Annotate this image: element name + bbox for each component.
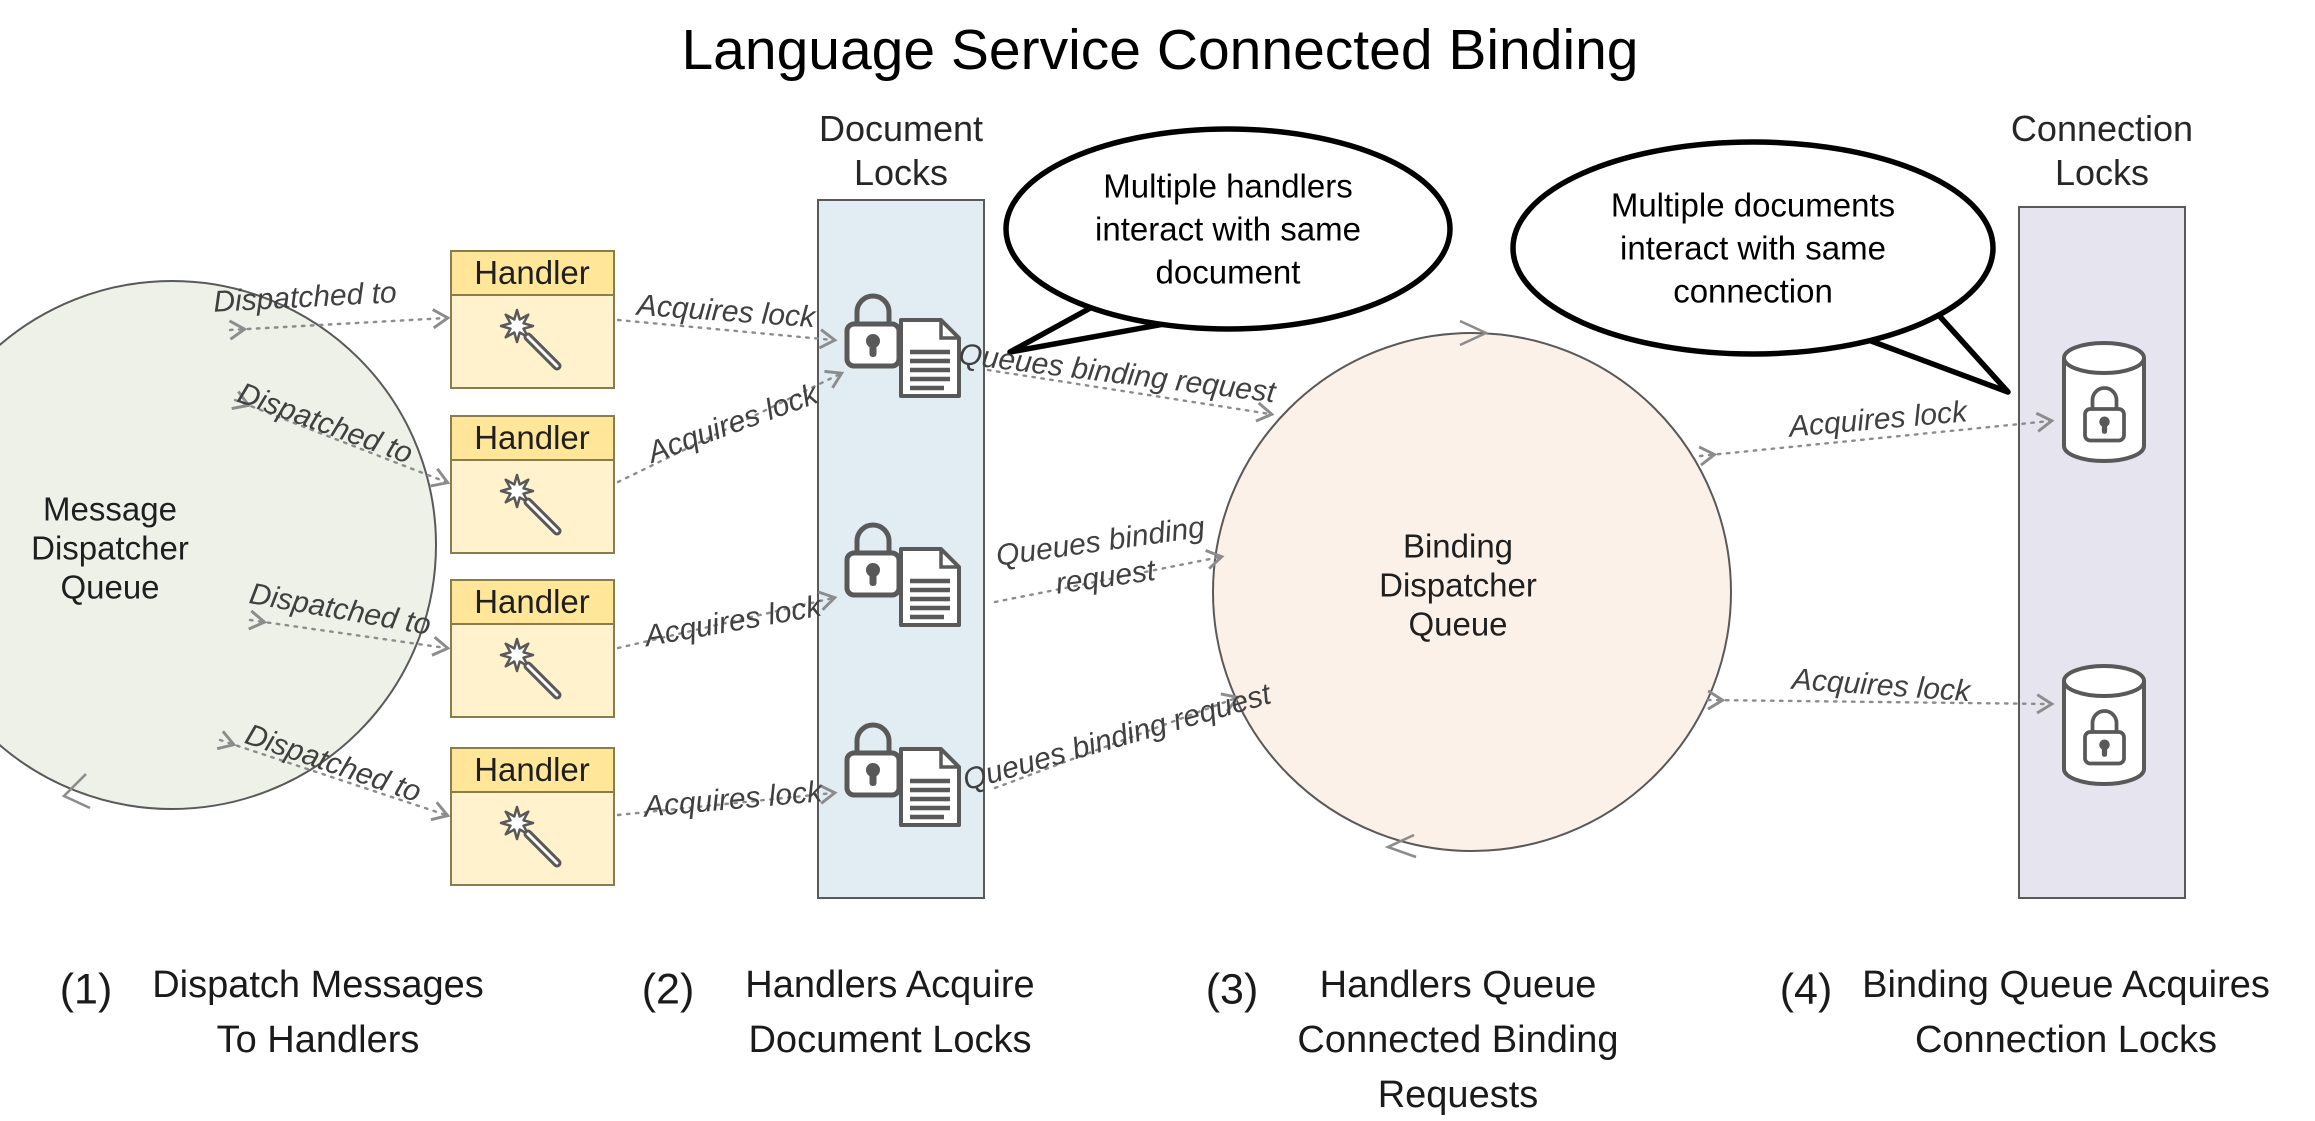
edge-queues-binding-3 bbox=[993, 692, 1241, 790]
caption-1-text: Dispatch Messages To Handlers bbox=[152, 964, 484, 1061]
handler-3-label: Handler bbox=[474, 583, 590, 620]
chevron-message-arc bbox=[61, 773, 91, 810]
callout-documents-text: Multiple documents interact with same co… bbox=[1610, 186, 1896, 310]
handler-2-label: Handler bbox=[474, 419, 590, 456]
caption-4-text: Binding Queue Acquires Connection Locks bbox=[1862, 964, 2270, 1061]
edge-acquires-doc-lock-3 bbox=[616, 590, 838, 650]
caption-2-number: (2) bbox=[641, 965, 695, 1014]
handler-4-label: Handler bbox=[474, 751, 590, 788]
edge-dispatched-4 bbox=[216, 730, 451, 822]
edge-acquires-conn-lock-2 bbox=[1706, 689, 2055, 715]
edge-acquires-doc-lock-1 bbox=[616, 318, 838, 350]
edge-acquires-doc-lock-4 bbox=[616, 783, 838, 817]
callout-handlers-same-document bbox=[1003, 126, 1453, 355]
caption-2-text: Handlers Acquire Document Locks bbox=[745, 964, 1035, 1061]
handler-box-2 bbox=[450, 415, 615, 554]
connection-locks-container bbox=[2018, 206, 2186, 899]
document-locks-label: Document Locks bbox=[818, 108, 984, 193]
handler-box-1 bbox=[450, 250, 615, 389]
edge-dispatched-1 bbox=[228, 308, 451, 341]
binding-dispatcher-queue-circle bbox=[1212, 332, 1732, 852]
diagram-title: Language Service Connected Binding bbox=[681, 18, 1639, 82]
caption-1-number: (1) bbox=[59, 965, 113, 1014]
caption-3-text: Handlers Queue Connected Binding Request… bbox=[1297, 964, 1619, 1116]
edge-dispatched-3 bbox=[248, 609, 451, 657]
edge-dispatched-2 bbox=[231, 390, 451, 488]
connection-locks-label: Connection Locks bbox=[2010, 108, 2194, 193]
callout-documents-same-connection bbox=[1510, 139, 2011, 395]
connection-db-2 bbox=[2064, 666, 2144, 784]
queue-rotation-chevrons bbox=[61, 319, 1490, 859]
callout-handlers-text: Multiple handlers interact with same doc… bbox=[1095, 167, 1361, 291]
handler-box-3 bbox=[450, 579, 615, 718]
chevron-binding-bottom bbox=[1384, 833, 1417, 859]
edge-queues-binding-2 bbox=[993, 549, 1225, 604]
edge-queues-binding-1 bbox=[986, 368, 1275, 423]
caption-4-number: (4) bbox=[1779, 965, 1833, 1014]
chevron-binding-top bbox=[1459, 319, 1490, 347]
edges bbox=[216, 308, 2055, 822]
caption-3-number: (3) bbox=[1205, 965, 1259, 1014]
handler-1-label: Handler bbox=[474, 254, 590, 291]
message-queue-label: Message Dispatcher Queue bbox=[31, 490, 189, 606]
connection-db-1 bbox=[2064, 343, 2144, 461]
handler-box-4 bbox=[450, 747, 615, 886]
binding-queue-label: Binding Dispatcher Queue bbox=[1379, 527, 1537, 643]
